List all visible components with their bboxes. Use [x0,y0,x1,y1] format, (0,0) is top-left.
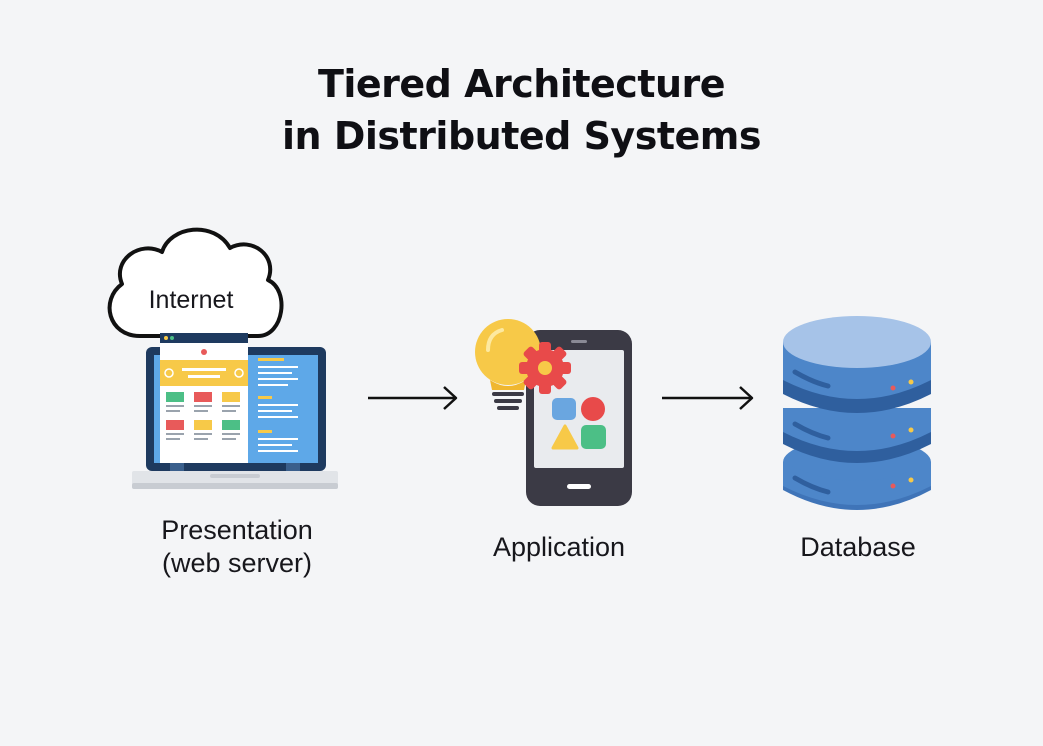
presentation-label-line-2: (web server) [161,548,313,578]
title-line-1: Tiered Architecture [317,62,726,106]
diagram-title: Tiered Architecture in Distributed Syste… [0,58,1043,162]
laptop-icon [132,333,338,489]
presentation-label-line-1: Presentation [161,515,313,545]
application-tier-label: Application [492,532,626,562]
database-tier-label: Database [800,532,916,562]
presentation-tier-label: Presentation (web server) [120,514,354,580]
arrow-presentation-to-application [368,386,458,410]
cloud-icon [107,227,284,338]
database-icon [783,316,931,510]
arrow-application-to-database [662,386,754,410]
internet-label: Internet [148,286,234,314]
title-line-2: in Distributed Systems [282,114,761,158]
gear-icon [519,342,571,394]
